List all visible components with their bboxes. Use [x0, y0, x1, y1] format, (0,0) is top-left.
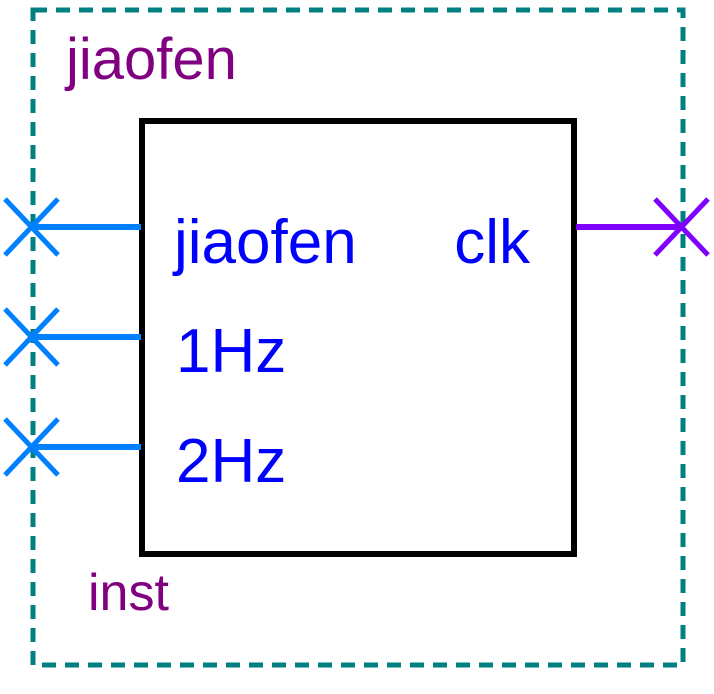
input-pin-2hz[interactable] [3, 417, 141, 477]
symbol-body[interactable] [139, 118, 577, 557]
input-pin-1hz[interactable] [3, 307, 141, 367]
symbol-name: jiaofen [64, 27, 237, 92]
pin-x-marker [3, 307, 60, 367]
pin-x-marker [3, 417, 60, 477]
instance-name: inst [88, 564, 169, 622]
port-label-jiaofen: jiaofen [172, 208, 357, 277]
pin-x-marker [653, 197, 710, 257]
port-label-2hz: 2Hz [176, 427, 286, 496]
port-label-1hz: 1Hz [176, 317, 286, 386]
pin-x-marker [3, 197, 60, 257]
output-pin-clk[interactable] [576, 197, 710, 257]
input-pin-jiaofen[interactable] [3, 197, 141, 257]
port-label-clk: clk [454, 208, 531, 277]
